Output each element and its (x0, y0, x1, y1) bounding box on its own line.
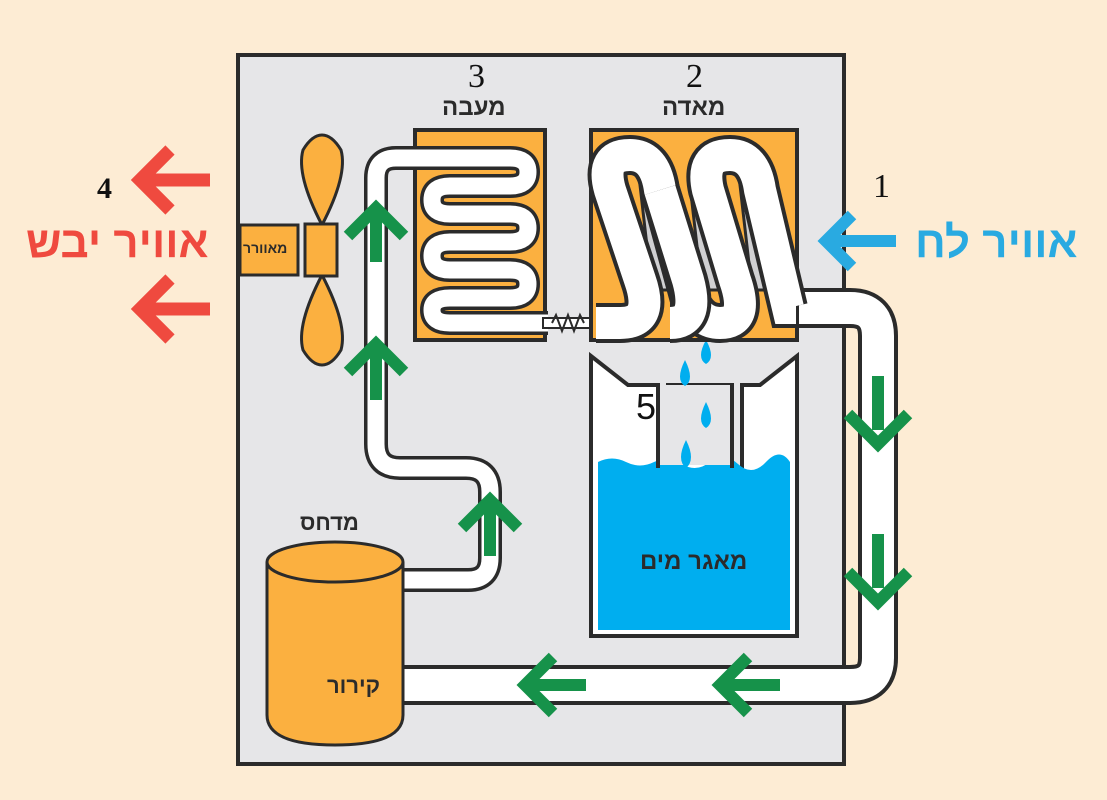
water-drop-icon (681, 440, 691, 468)
step-number-condenser: 3 (468, 58, 485, 95)
fan-blade-bottom (300, 271, 344, 367)
refrigerant-pipe-supply (364, 146, 502, 592)
water-drops (680, 340, 711, 468)
water (598, 454, 790, 630)
water-drop-icon (701, 402, 711, 428)
fan-motor (238, 223, 300, 277)
arrow-up-icon (343, 335, 409, 400)
dry-air-arrow-icon (130, 145, 210, 215)
evaporator (587, 128, 808, 344)
refrigerant-label: קירור (327, 673, 381, 698)
fan-label: מאוורר (243, 240, 288, 256)
step-number-humid-air: 1 (873, 168, 890, 205)
arrow-up-icon (457, 491, 523, 556)
step-number-water-tank: 5 (636, 386, 657, 427)
water-tank (589, 351, 799, 638)
compressor (265, 540, 405, 747)
arrow-up-icon (343, 199, 409, 262)
fan (238, 133, 344, 367)
evaporator-label: מאדה (662, 94, 726, 121)
expansion-valve (542, 312, 596, 334)
condenser-label: מעבה (442, 94, 506, 121)
step-number-dry-air: 4 (97, 172, 112, 205)
fan-blade-top (300, 133, 344, 229)
step-number-evaporator: 2 (686, 58, 703, 95)
arrow-left-icon (516, 652, 586, 718)
water-tank-label: מאגר מים (640, 548, 748, 575)
fan-hub (303, 222, 339, 278)
condenser (400, 128, 548, 342)
humid-air-arrow-icon (817, 210, 896, 272)
refrigerant-pipe-return (390, 288, 898, 705)
dry-air-arrow-icon (130, 274, 210, 344)
arrow-down-icon (843, 534, 913, 611)
humid-air-label: אוויר לח (915, 218, 1078, 267)
dry-air-label: אוויר יבש (26, 218, 209, 267)
arrow-down-icon (843, 376, 913, 453)
arrow-left-icon (711, 652, 780, 718)
compressor-label: מדחס (300, 510, 359, 535)
water-drop-icon (680, 360, 690, 386)
flow-arrows (343, 199, 913, 718)
water-drop-icon (701, 340, 711, 364)
